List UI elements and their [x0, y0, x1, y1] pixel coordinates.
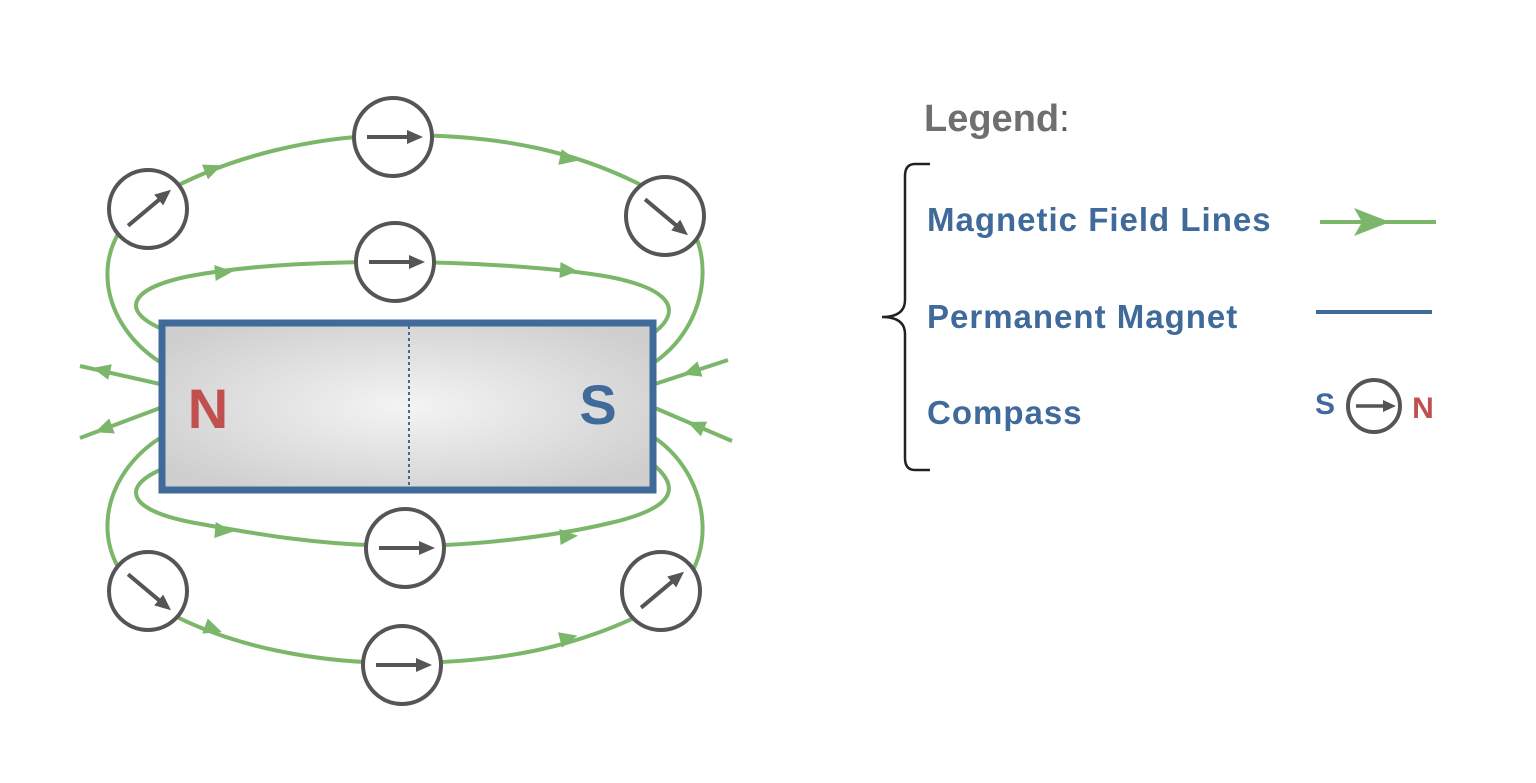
compass-icon [364, 507, 446, 589]
legend-label-magnet: Permanent Magnet [927, 298, 1238, 335]
field-arrow-icon [1354, 208, 1390, 236]
legend-field-line-symbol [1320, 208, 1436, 236]
compass-icon [620, 550, 702, 632]
north-pole-label: N [188, 377, 228, 440]
compass-icon [107, 550, 189, 632]
field-arrowheads [92, 149, 708, 648]
legend-compass-north: N [1412, 392, 1434, 425]
field-arrow-icon [95, 418, 115, 434]
legend: Legend: Magnetic Field Lines Permanent M… [881, 98, 1436, 472]
field-arrow-icon [559, 529, 578, 545]
field-arrow-icon [202, 164, 222, 180]
compass-icon [352, 96, 434, 178]
magnet-body [158, 319, 657, 494]
legend-label-compass: Compass [927, 394, 1083, 431]
field-arrow-icon [202, 618, 222, 634]
field-arrow-icon [214, 265, 233, 281]
compass-icon [1346, 378, 1402, 434]
compass-icon [624, 175, 706, 257]
legend-label-field-lines: Magnetic Field Lines [927, 201, 1272, 238]
field-arrow-icon [559, 262, 578, 278]
field-arrow-icon [687, 421, 708, 437]
south-pole-label: S [579, 373, 616, 436]
legend-brace [881, 162, 930, 472]
legend-compass-symbol: S N [1315, 378, 1434, 434]
field-arrow-icon [682, 361, 703, 377]
legend-compass-south: S [1315, 388, 1335, 421]
field-arrow-icon [92, 364, 112, 380]
field-line-left-lower [79, 406, 161, 440]
legend-title: Legend: [924, 98, 1070, 140]
compass-icon [354, 221, 436, 303]
compass-icon [361, 624, 443, 706]
field-line-left-upper [79, 364, 161, 386]
permanent-magnet: N S [158, 319, 657, 494]
field-arrow-icon [558, 149, 578, 165]
field-arrow-icon [214, 522, 233, 538]
field-arrow-icon [558, 632, 578, 648]
compasses [107, 96, 706, 706]
compass-icon [107, 168, 189, 250]
